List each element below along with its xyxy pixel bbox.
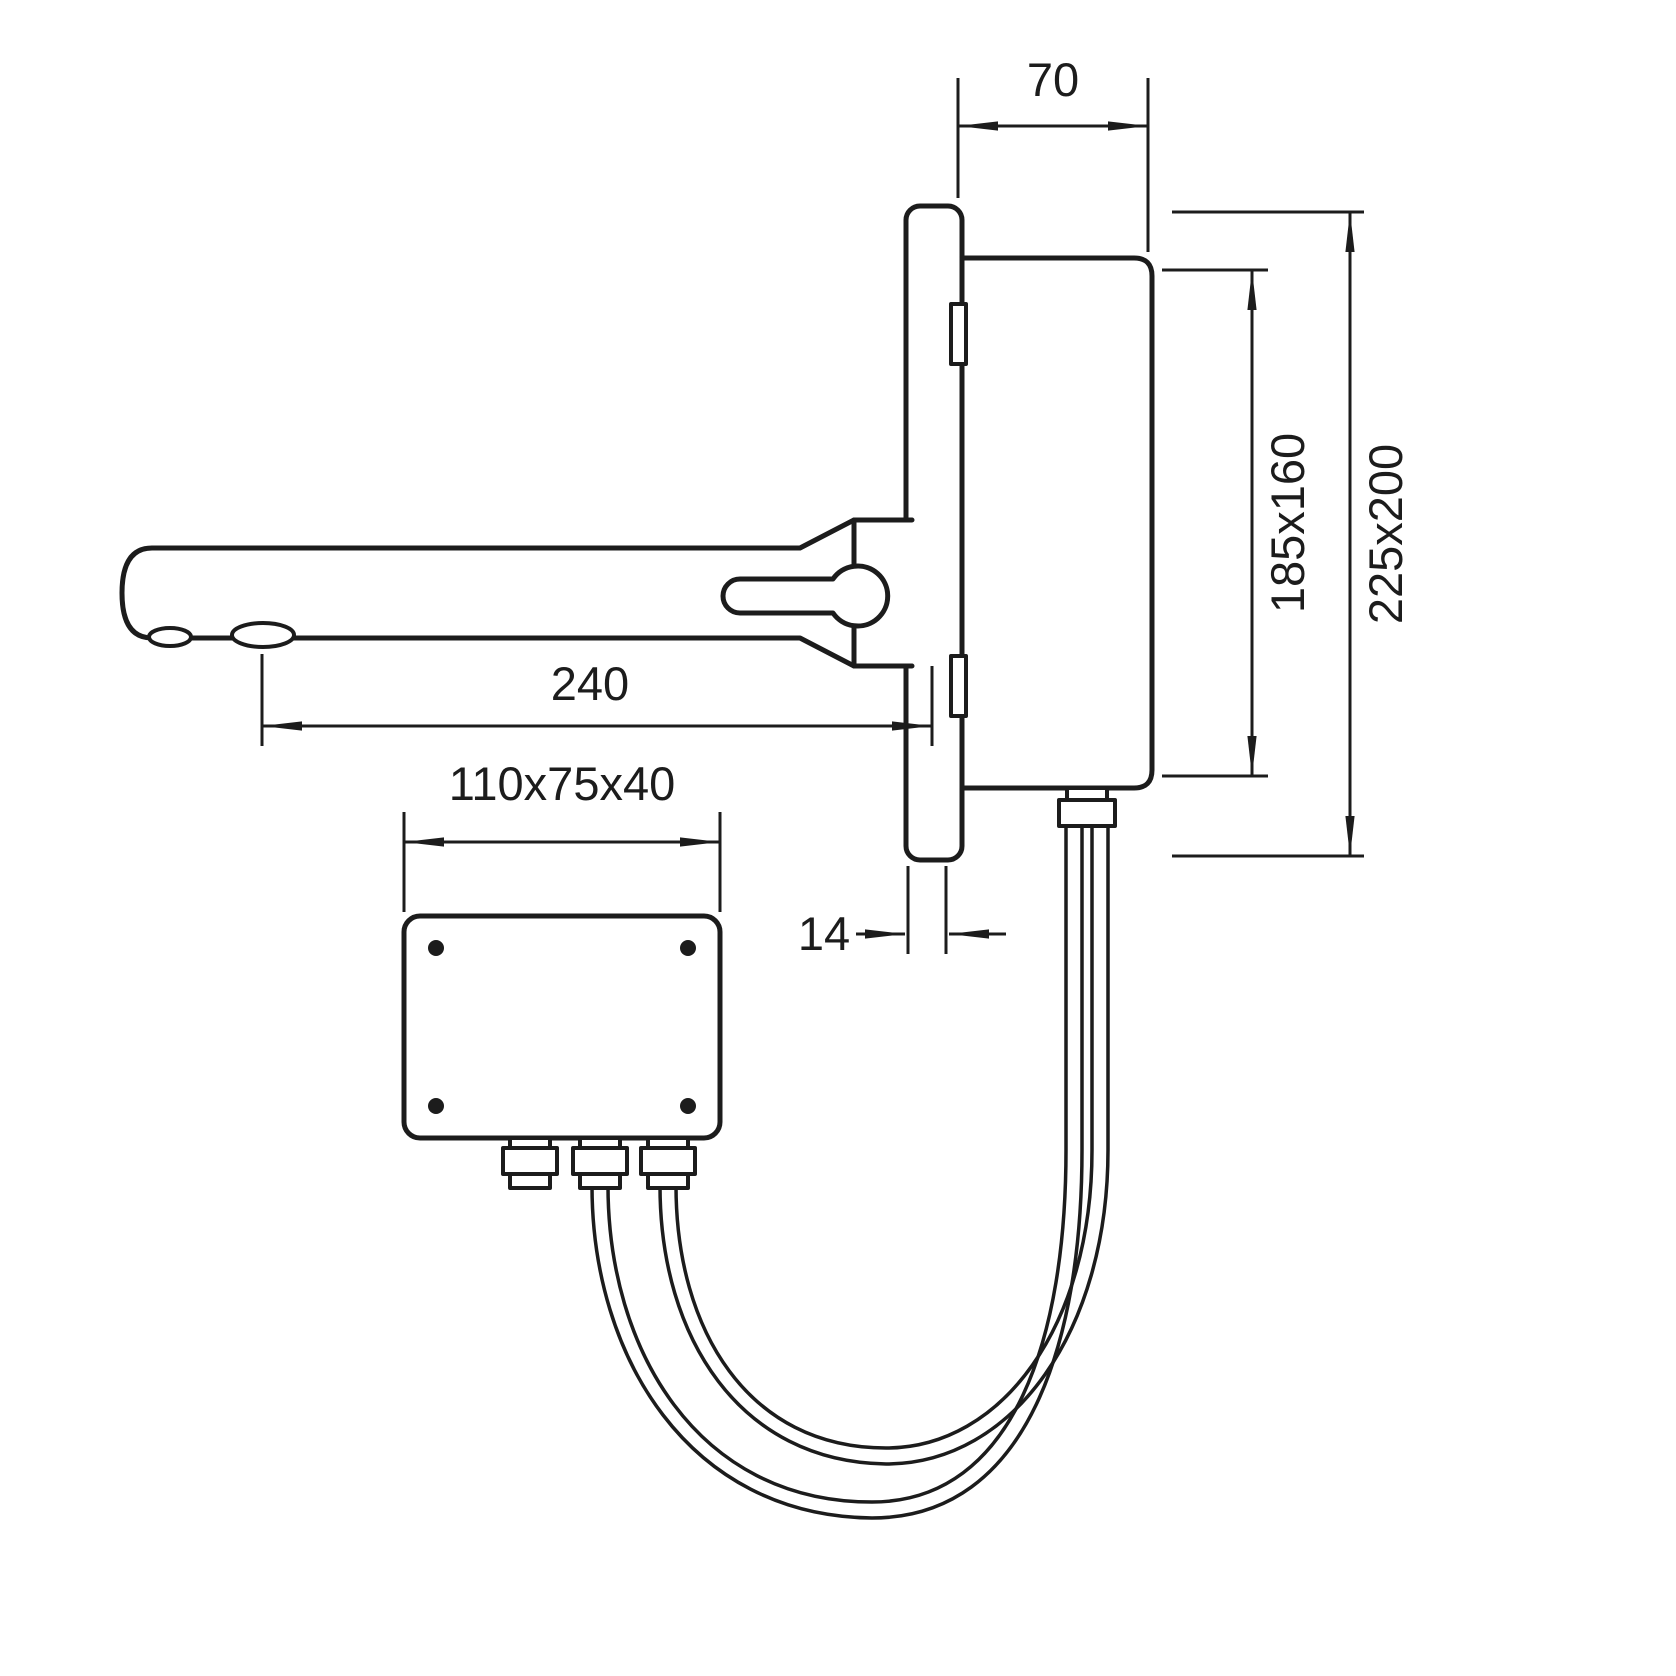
- cable-2-outer: [658, 826, 1110, 1466]
- fixing-keyhole: [720, 563, 891, 629]
- dim-spout-reach: 240: [260, 654, 934, 746]
- spout: [119, 517, 915, 669]
- dim-plate-thickness: 14: [798, 866, 1006, 960]
- dim-label-body-depth: 70: [1027, 53, 1079, 106]
- fixing-tab-top: [949, 302, 968, 366]
- cables: [590, 826, 1110, 1520]
- concealed-body-outline: [959, 255, 1155, 791]
- dim-junction-box: 110x75x40: [402, 757, 722, 912]
- fixing-tab-bottom: [949, 654, 968, 718]
- concealed-body: [949, 255, 1155, 828]
- dim-label-junction-box: 110x75x40: [449, 757, 676, 810]
- dim-label-outer-frame: 225x200: [1359, 444, 1412, 624]
- gland-1-nut: [501, 1146, 559, 1176]
- screw-bottom-left: [428, 1098, 444, 1114]
- dim-label-plate-thickness: 14: [798, 907, 850, 960]
- gland-2-nut: [571, 1146, 629, 1176]
- cable-gland-1: [501, 1136, 559, 1190]
- dim-label-spout-reach: 240: [551, 657, 629, 710]
- gland-3-tip: [646, 1172, 690, 1190]
- gland-1-tip: [508, 1172, 552, 1190]
- dim-body-depth: 70: [956, 53, 1150, 252]
- cable-1-inner: [606, 826, 1068, 1504]
- junction-box: [401, 913, 723, 1190]
- cable-2-inner: [674, 826, 1094, 1450]
- aerator: [230, 621, 296, 649]
- sensor-window: [147, 626, 193, 648]
- screw-bottom-right: [680, 1098, 696, 1114]
- gland-2-tip: [578, 1172, 622, 1190]
- cable-1-outer: [590, 826, 1084, 1520]
- cable-gland-3: [639, 1136, 697, 1190]
- spout-fill: [122, 520, 912, 666]
- cable-gland-2: [571, 1136, 629, 1190]
- screw-top-right: [680, 940, 696, 956]
- dim-inner-frame: 185x160: [1162, 268, 1314, 778]
- dim-outer-frame: 225x200: [1172, 210, 1412, 858]
- junction-box-outline: [401, 913, 723, 1141]
- gland-3-nut: [639, 1146, 697, 1176]
- dim-label-inner-frame: 185x160: [1261, 433, 1314, 613]
- screw-top-left: [428, 940, 444, 956]
- body-cable-gland-nut: [1057, 798, 1117, 828]
